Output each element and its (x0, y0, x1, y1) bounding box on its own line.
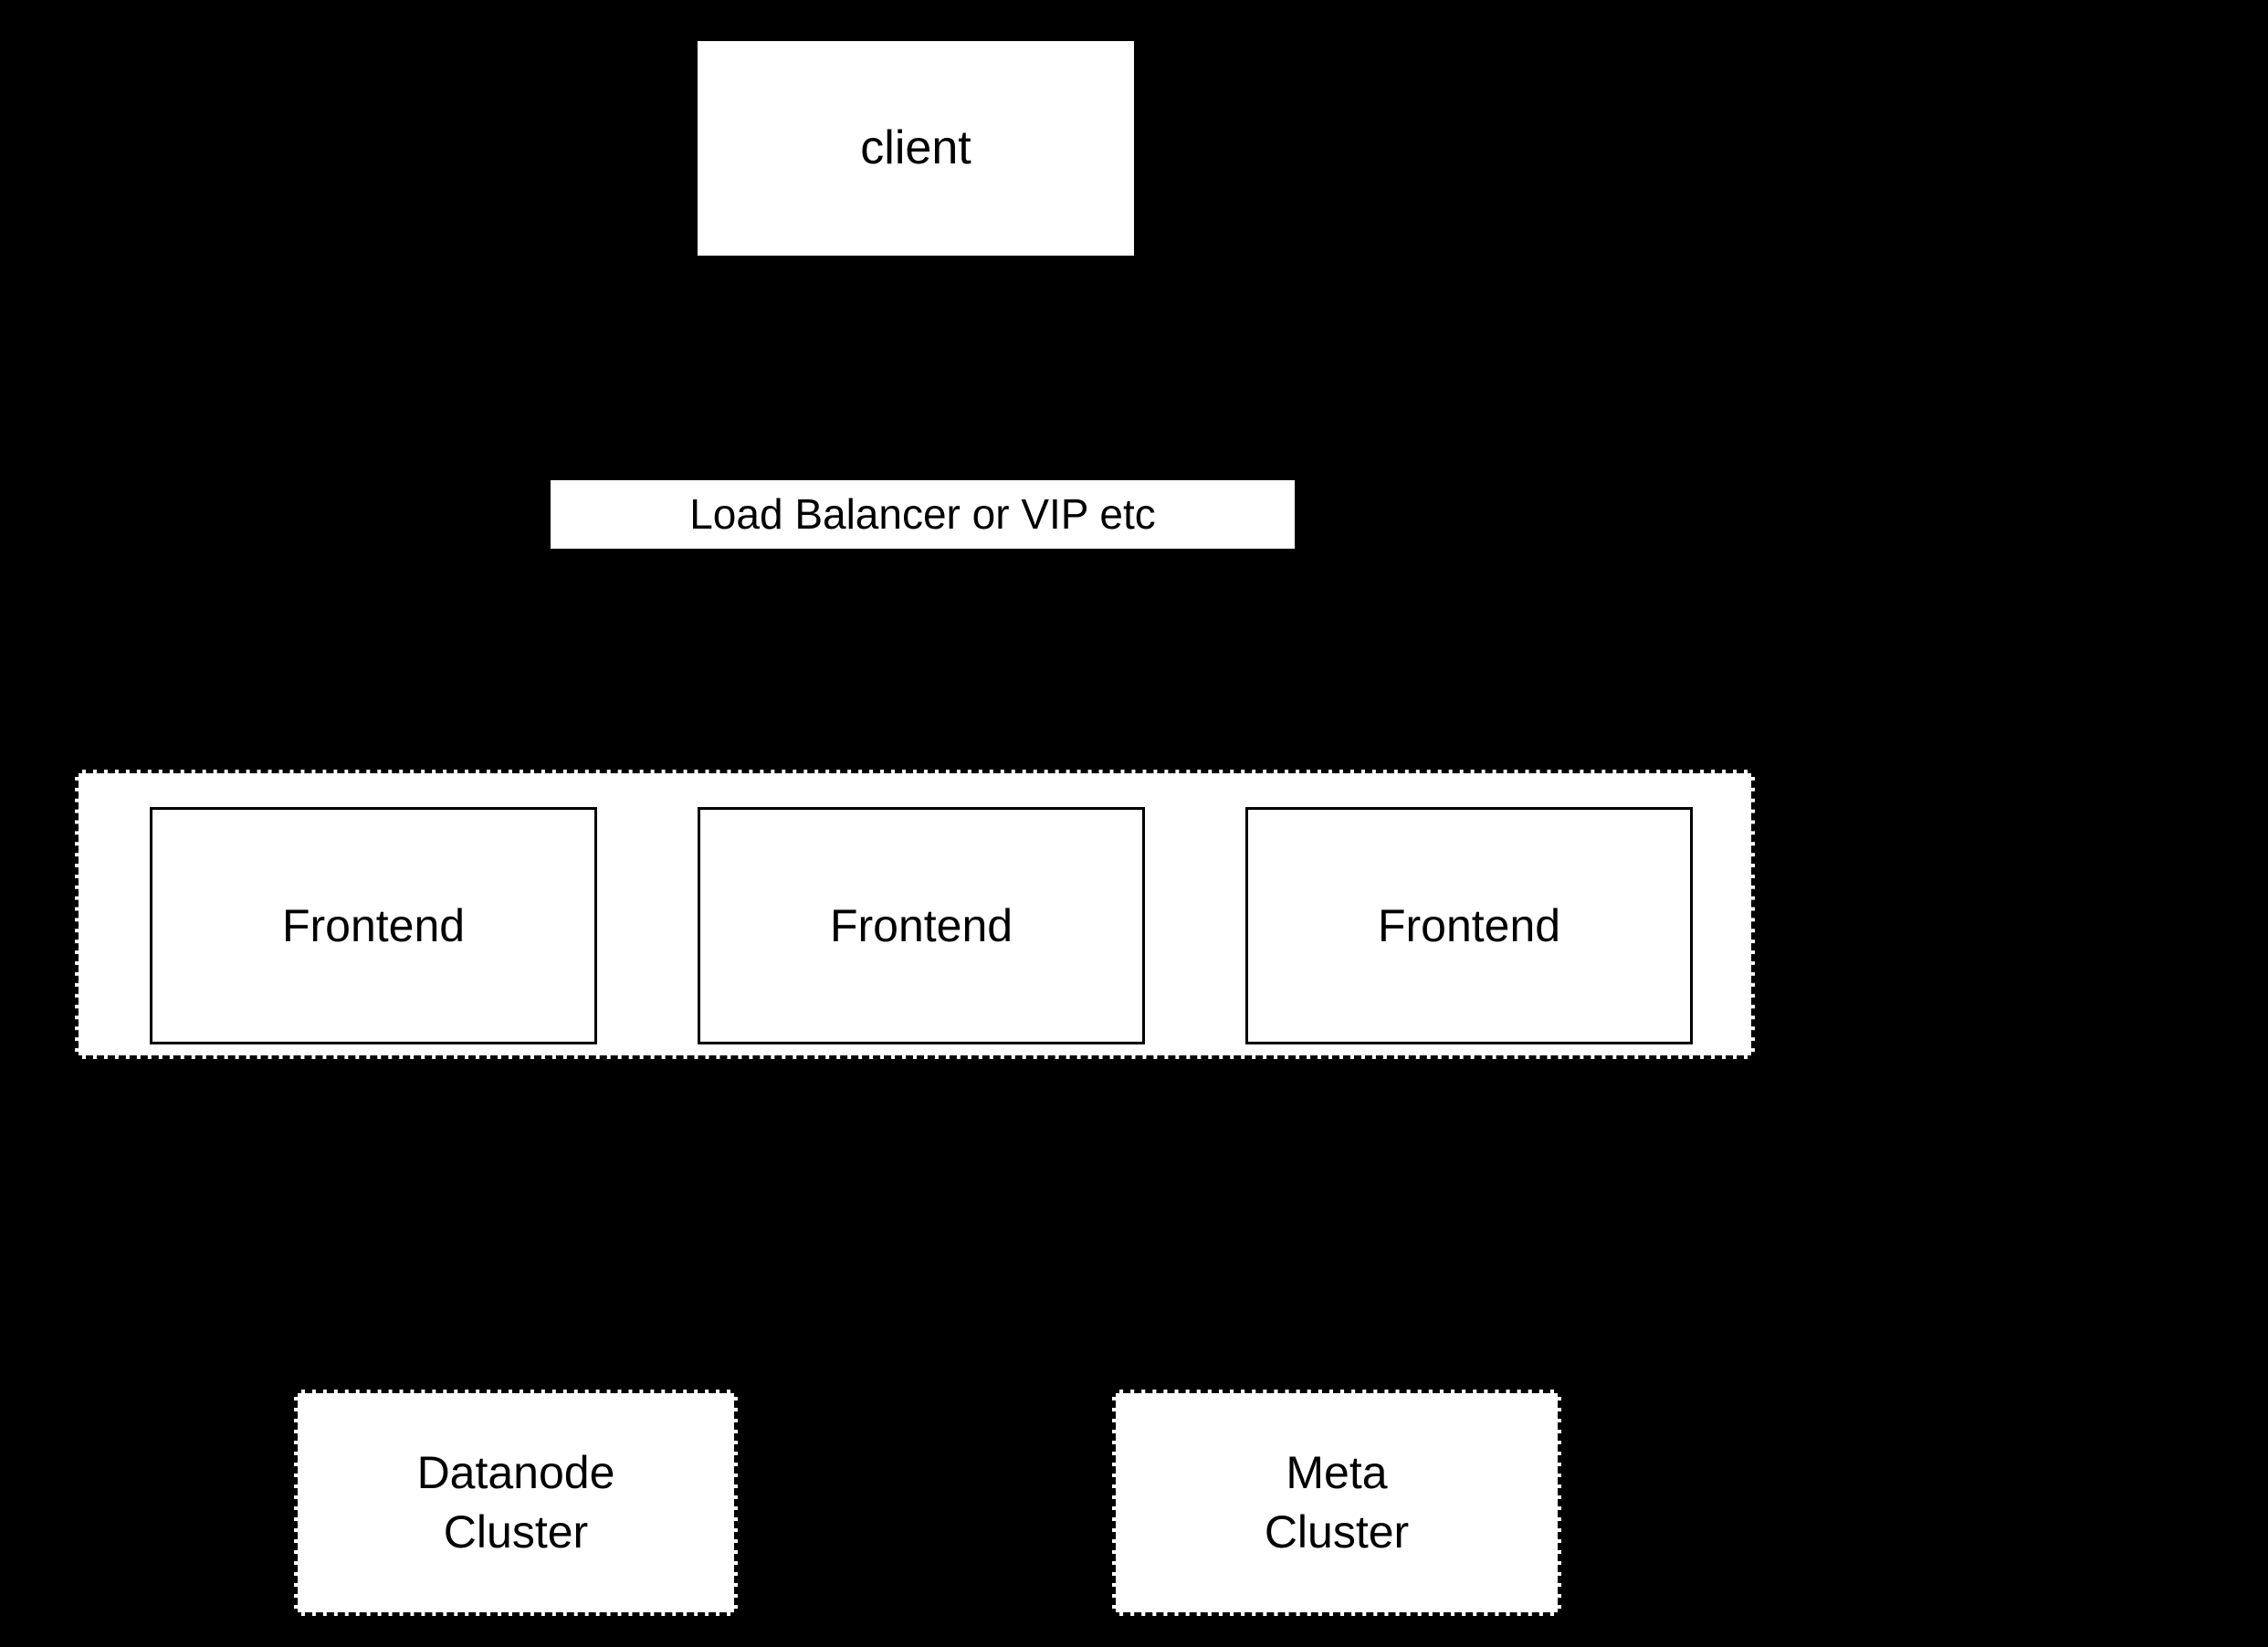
node-meta-cluster: Meta Cluster (1112, 1390, 1561, 1616)
node-frontend-1: Frontend (150, 807, 597, 1044)
node-frontend-3-label: Frontend (1377, 899, 1561, 951)
group-frontend-cluster: Frontend Frontend Frontend (75, 770, 1755, 1059)
node-load-balancer-label: Load Balancer or VIP etc (689, 489, 1156, 538)
node-frontend-3: Frontend (1245, 807, 1693, 1044)
node-meta-cluster-label: Meta Cluster (1264, 1447, 1410, 1558)
node-frontend-1-label: Frontend (281, 899, 466, 951)
node-frontend-2: Frontend (698, 807, 1145, 1044)
node-client: client (698, 41, 1134, 256)
node-load-balancer: Load Balancer or VIP etc (551, 480, 1295, 549)
node-frontend-2-label: Frontend (829, 899, 1013, 951)
node-datanode-cluster: Datanode Cluster (294, 1390, 738, 1616)
node-datanode-cluster-label: Datanode Cluster (416, 1447, 615, 1558)
node-client-label: client (860, 121, 971, 174)
